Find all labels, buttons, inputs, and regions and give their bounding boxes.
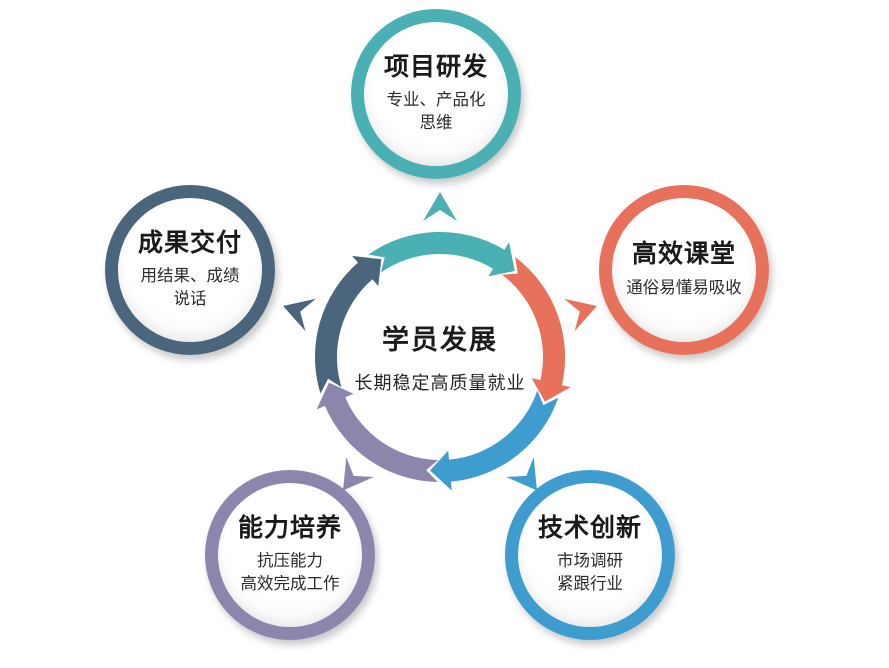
center-label-group: 学员发展 长期稳定高质量就业 <box>290 318 590 395</box>
arrow-up-icon <box>423 192 457 221</box>
node-title: 高效课堂 <box>631 240 736 269</box>
node-title: 成果交付 <box>137 228 242 257</box>
node-results-delivery: 成果交付 用结果、成绩 说话 <box>105 185 275 355</box>
node-title: 技术创新 <box>537 513 642 542</box>
center-title: 学员发展 <box>382 325 498 355</box>
node-tech-innovation: 技术创新 市场调研 紧跟行业 <box>505 470 675 640</box>
node-subtitle: 用结果、成绩 说话 <box>140 267 240 308</box>
ring-segment-teal <box>368 231 515 277</box>
node-title: 项目研发 <box>383 52 488 81</box>
node-subtitle: 市场调研 紧跟行业 <box>557 552 623 593</box>
node-efficient-class: 高效课堂 通俗易懂易吸收 <box>599 185 769 355</box>
node-subtitle: 专业、产品化 思维 <box>386 91 486 132</box>
node-project-rd: 项目研发 专业、产品化 思维 <box>351 9 521 179</box>
node-title: 能力培养 <box>237 513 342 542</box>
node-subtitle: 抗压能力 高效完成工作 <box>240 552 340 593</box>
node-subtitle: 通俗易懂易吸收 <box>626 278 742 297</box>
center-subtitle: 长期稳定高质量就业 <box>354 373 526 393</box>
node-ability-training: 能力培养 抗压能力 高效完成工作 <box>205 470 375 640</box>
